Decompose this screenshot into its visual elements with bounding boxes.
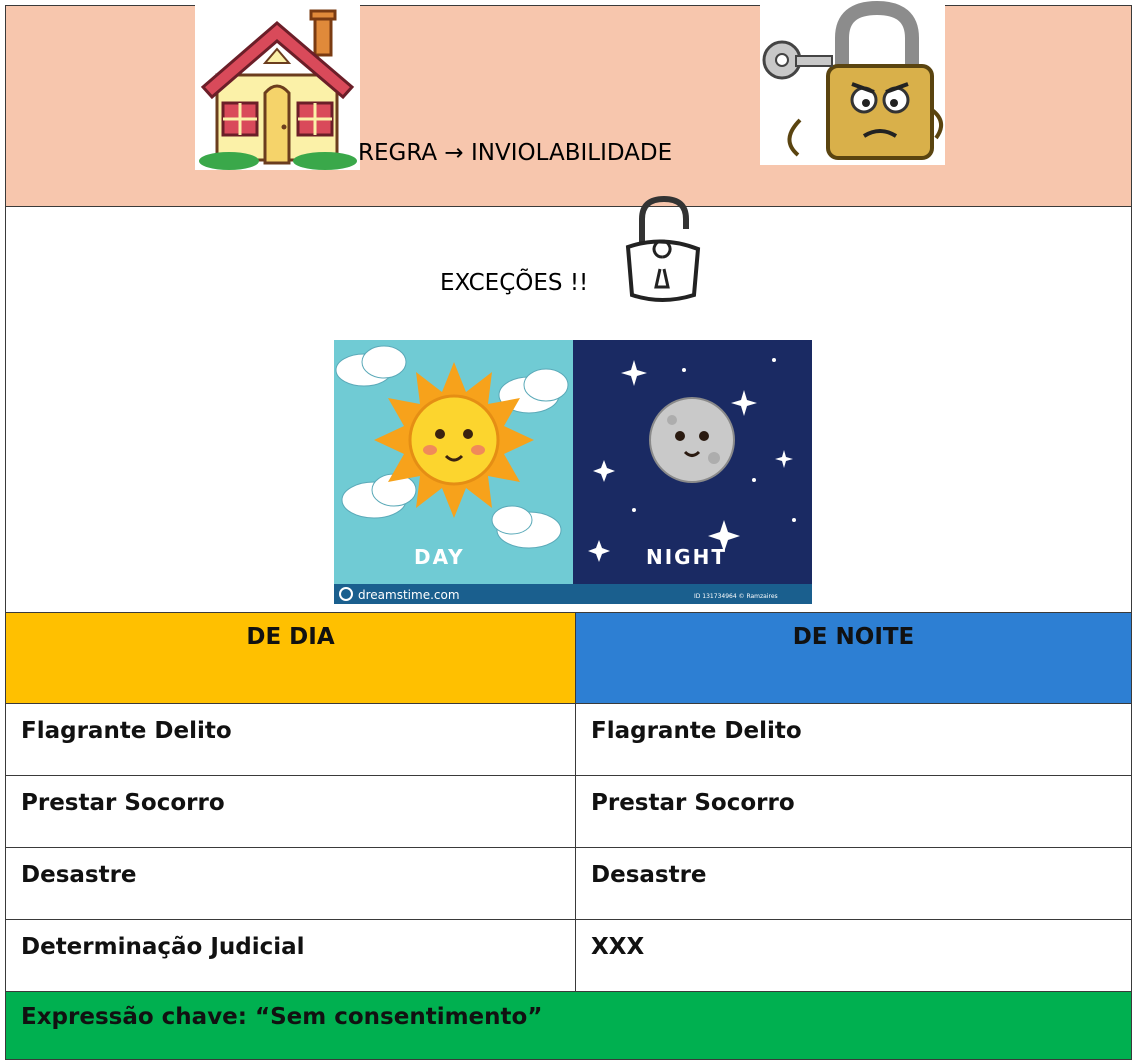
night-label: NIGHT (646, 545, 727, 569)
exceptions-text: EXCEÇÕES !! (440, 270, 589, 296)
key-expression-row: Expressão chave: “Sem consentimento” (5, 991, 1132, 1060)
cell-noite-3: XXX (575, 919, 1132, 992)
header-row: DE DIA DE NOITE (5, 612, 1132, 704)
cell-dia-2: Desastre (5, 847, 576, 920)
document-page: DE DIA DE NOITE Flagrante Delito Flagran… (5, 0, 1132, 1060)
cell-dia-1: Prestar Socorro (5, 775, 576, 848)
key-expression-text: Expressão chave: “Sem consentimento” (5, 991, 1132, 1060)
table-row: Prestar Socorro Prestar Socorro (5, 775, 1132, 848)
padlock-key-icon (760, 0, 945, 165)
table-row: Desastre Desastre (5, 847, 1132, 920)
house-icon (195, 5, 360, 170)
table-row: Flagrante Delito Flagrante Delito (5, 703, 1132, 776)
table-row: Determinação Judicial XXX (5, 919, 1132, 992)
header-de-noite: DE NOITE (575, 612, 1132, 704)
rule-cell (5, 5, 1132, 207)
rule-row (5, 5, 1132, 207)
day-night-image: DAY NIGHT dreamstime.com ID 131734964 © … (334, 340, 812, 604)
image-id-text: ID 131734964 © Ramzaires (694, 593, 778, 600)
cell-noite-1: Prestar Socorro (575, 775, 1132, 848)
cell-dia-0: Flagrante Delito (5, 703, 576, 776)
header-de-dia: DE DIA (5, 612, 576, 704)
cell-noite-0: Flagrante Delito (575, 703, 1132, 776)
watermark-text: dreamstime.com (358, 588, 460, 602)
open-padlock-icon (625, 195, 701, 302)
cell-dia-3: Determinação Judicial (5, 919, 576, 992)
rule-text: REGRA → INVIOLABILIDADE (358, 140, 673, 166)
dreamstime-logo-icon (339, 587, 353, 601)
day-label: DAY (414, 545, 465, 569)
cell-noite-2: Desastre (575, 847, 1132, 920)
